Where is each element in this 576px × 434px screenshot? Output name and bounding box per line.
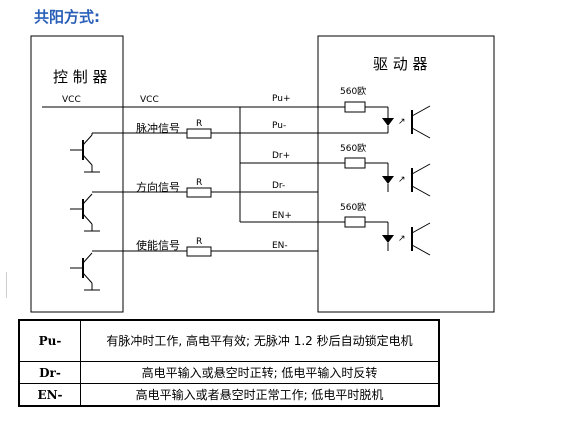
driver-resistor-label-2: 560欧 (340, 142, 366, 154)
transistor-enable-collector (82, 252, 93, 264)
signal-description-table: Pu- 有脉冲时工作, 高电平有效; 无脉冲 1.2 秒后自动锁定电机 Dr- … (18, 319, 440, 407)
description-cell: 有脉冲时工作, 高电平有效; 无脉冲 1.2 秒后自动锁定电机 (80, 319, 440, 362)
driver-resistor-label-1: 560欧 (340, 85, 366, 97)
optocoupler-light-3: ↗ (398, 234, 406, 244)
signal-label-direction: 方向信号 (136, 180, 180, 194)
driver-box (317, 35, 495, 313)
optocoupler-emitter-2 (411, 185, 431, 197)
table-row: Dr- 高电平输入或悬空时正转; 低电平输入时反转 (18, 361, 440, 384)
optocoupler-led-1 (382, 118, 394, 126)
terminal-en-minus: EN- (272, 241, 288, 251)
vcc-label-right: VCC (140, 95, 159, 105)
controller-box (30, 35, 124, 313)
terminal-pu-plus: Pu+ (272, 94, 291, 104)
optocoupler-light-2: ↗ (398, 175, 406, 185)
driver-resistor-label-3: 560欧 (340, 201, 366, 213)
optocoupler-collector-1 (411, 105, 431, 117)
signal-label-enable: 使能信号 (136, 238, 180, 252)
transistor-pulse-emitter (82, 154, 93, 166)
terminal-en-plus: EN+ (272, 211, 292, 221)
transistor-direction-collector (82, 193, 93, 205)
optocoupler-collector-2 (411, 163, 431, 175)
edge-artifact (0, 272, 7, 298)
driver-resistor-2 (344, 157, 366, 169)
diagram-title: 共阳方式: (34, 8, 100, 26)
terminal-dr-plus: Dr+ (272, 151, 290, 161)
driver-resistor-1 (344, 101, 366, 113)
term-cell: EN- (18, 383, 81, 407)
vcc-label-left: VCC (62, 95, 81, 105)
transistor-direction-emitter (82, 213, 93, 225)
table-row: Pu- 有脉冲时工作, 高电平有效; 无脉冲 1.2 秒后自动锁定电机 (18, 319, 440, 362)
wiring-diagram: 控 制 器 驱 动 器 VCC VCC 脉冲信号 R Pu+ Pu- 方向信号 … (30, 35, 495, 313)
terminal-pu-minus: Pu- (272, 121, 286, 131)
driver-label: 驱 动 器 (373, 55, 428, 73)
term-cell: Pu- (18, 319, 81, 362)
controller-label: 控 制 器 (53, 68, 108, 86)
driver-resistor-3 (344, 216, 366, 228)
optocoupler-led-3 (382, 235, 394, 243)
resistor-direction (186, 187, 212, 198)
optocoupler-collector-3 (411, 222, 431, 234)
transistor-pulse-collector (82, 134, 93, 146)
resistor-label-direction: R (196, 178, 202, 188)
terminal-dr-minus: Dr- (272, 181, 285, 191)
resistor-pulse (186, 128, 212, 139)
description-cell: 高电平输入或者悬空时正常工作; 低电平时脱机 (80, 383, 440, 407)
resistor-label-pulse: R (196, 119, 202, 129)
resistor-label-enable: R (196, 237, 202, 247)
transistor-enable-emitter (82, 272, 93, 284)
table-row: EN- 高电平输入或者悬空时正常工作; 低电平时脱机 (18, 383, 440, 407)
optocoupler-emitter-3 (411, 244, 431, 256)
term-cell: Dr- (18, 361, 81, 384)
description-cell: 高电平输入或悬空时正转; 低电平输入时反转 (80, 361, 440, 384)
signal-label-pulse: 脉冲信号 (136, 121, 180, 135)
optocoupler-light-1: ↗ (398, 117, 406, 127)
optocoupler-emitter-1 (411, 127, 431, 139)
optocoupler-led-2 (382, 176, 394, 184)
resistor-enable (186, 246, 212, 257)
